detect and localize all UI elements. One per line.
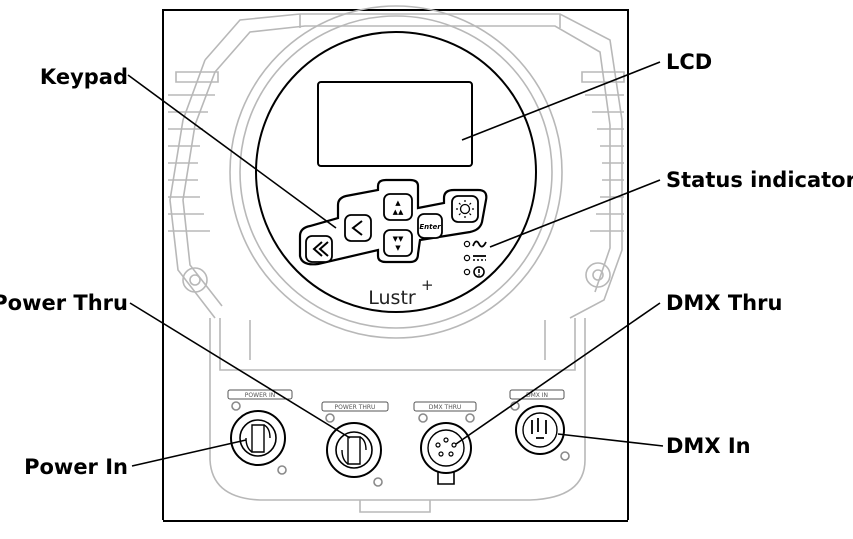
label-power-thru: Power Thru xyxy=(0,291,128,315)
svg-text:▲▲: ▲▲ xyxy=(393,208,404,216)
lcd-screen xyxy=(317,81,473,167)
power-in-leader xyxy=(131,439,247,467)
label-dmx-thru: DMX Thru xyxy=(666,291,782,315)
logo-superscript: + xyxy=(421,276,434,294)
label-dmx-in: DMX In xyxy=(666,434,751,458)
label-status-indicators: Status indicators xyxy=(666,168,853,192)
power-in-connector xyxy=(230,401,287,475)
power-thru-connector xyxy=(325,413,383,487)
down-button[interactable]: ▼▼ ▼ xyxy=(383,229,413,257)
label-power-in: Power In xyxy=(24,455,128,479)
fast-back-button[interactable] xyxy=(305,235,333,263)
up-button[interactable]: ▲ ▲▲ xyxy=(383,193,413,221)
plate-power-in: POWER IN xyxy=(245,392,275,399)
sun-icon xyxy=(456,200,474,218)
svg-text:▼: ▼ xyxy=(395,244,401,252)
light-button[interactable] xyxy=(451,195,479,223)
error-icon xyxy=(473,266,485,278)
lcd-leader xyxy=(461,61,661,141)
keypad: ▲ ▲▲ ▼▼ ▼ Enter xyxy=(298,178,488,266)
plate-power-thru: POWER THRU xyxy=(335,404,376,411)
svg-text:▲: ▲ xyxy=(395,199,401,207)
enter-label: Enter xyxy=(419,223,441,231)
dmx-in-connector xyxy=(510,401,570,461)
leader-lines xyxy=(127,61,664,467)
status-indicators xyxy=(463,240,487,278)
ac-power-icon xyxy=(472,240,487,248)
plate-dmx-thru: DMX THRU xyxy=(429,404,462,411)
dmx-in-leader xyxy=(557,433,664,447)
label-lcd: LCD xyxy=(666,50,712,74)
label-keypad: Keypad xyxy=(40,65,128,89)
svg-text:▼▼: ▼▼ xyxy=(393,235,404,243)
fixture-housing xyxy=(168,13,625,513)
keypad-leader xyxy=(127,74,337,229)
fixture-frame xyxy=(162,9,629,522)
lustr-logo: Lustr + xyxy=(368,276,433,309)
enter-button[interactable]: Enter xyxy=(417,213,443,239)
back-button[interactable] xyxy=(344,214,372,242)
status-leader xyxy=(489,179,661,248)
logo-text: Lustr xyxy=(368,287,416,309)
dmx-thru-connector xyxy=(418,413,475,485)
callout-labels: Keypad LCD Status indicators Power Thru … xyxy=(0,50,853,479)
power-thru-leader xyxy=(129,302,351,439)
connector-plates: POWER IN POWER THRU DMX THRU DMX IN xyxy=(227,389,565,412)
dmx-thru-leader xyxy=(455,302,661,445)
dmx-signal-icon xyxy=(473,255,486,261)
plate-dmx-in: DMX IN xyxy=(526,392,548,399)
